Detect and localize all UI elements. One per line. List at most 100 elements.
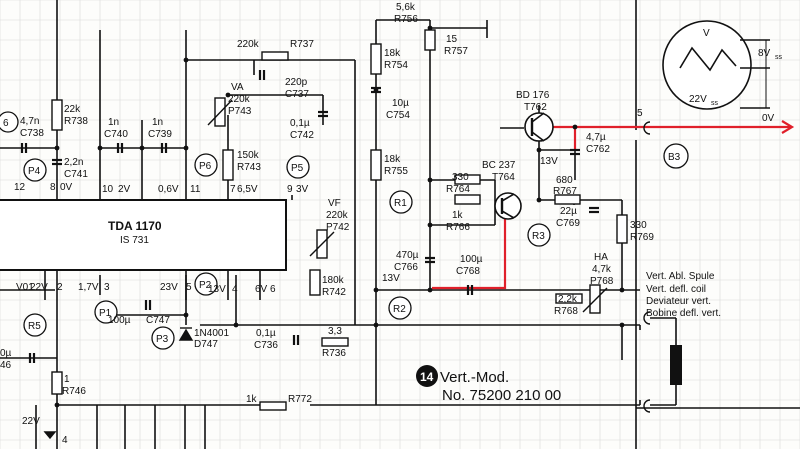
r746-value: 1 (64, 374, 70, 385)
junction-dot (427, 25, 433, 31)
volt-0v-out: 0V (762, 113, 775, 124)
coil-label-de: Vert. Abl. Spule (646, 271, 715, 282)
junction-dot (427, 222, 433, 228)
tp-b3: B3 (668, 152, 681, 163)
tp-r5: R5 (28, 321, 41, 332)
junction-dot (54, 402, 60, 408)
c736-ref: C736 (254, 340, 278, 351)
tp-p5: P5 (291, 163, 304, 174)
p768-name: HA (594, 252, 608, 263)
c769-value: 22µ (560, 206, 577, 217)
volt-17v: 1,7V (78, 282, 99, 293)
c766-value: 470µ (396, 250, 419, 261)
r737-ref: R737 (290, 39, 314, 50)
pin-2: 2 (57, 282, 63, 293)
tp-r3: R3 (532, 231, 545, 242)
pin-10: 10 (102, 184, 114, 195)
r768-ref: R768 (554, 306, 578, 317)
tp-frag-6: 6 (3, 118, 9, 129)
junction-dot (427, 177, 433, 183)
c754-ref: C754 (386, 110, 410, 121)
p742-name: VF (328, 198, 341, 209)
p768-value: 4,7k (592, 264, 612, 275)
r756-value: 5,6k (396, 2, 416, 13)
tp-p4: P4 (28, 166, 41, 177)
junction-dot (536, 197, 542, 203)
pin-4: 4 (232, 284, 238, 295)
r755-ref: R755 (384, 166, 408, 177)
pin-7: 7 (230, 184, 236, 195)
tp-r1: R1 (394, 198, 407, 209)
c739-ref: C739 (148, 129, 172, 140)
r772-value: 1k (246, 394, 258, 405)
volt-06v: 0,6V (158, 184, 179, 195)
c741-ref: C741 (64, 169, 88, 180)
t764-type: BC 237 (482, 160, 516, 171)
junction-dot (183, 145, 189, 151)
ic-name: TDA 1170 (108, 219, 162, 233)
junction-dot (183, 57, 189, 63)
junction-dot (233, 322, 239, 328)
pin-12: 12 (14, 182, 26, 193)
coil-label-fr1: Deviateur vert. (646, 296, 711, 307)
r754-ref: R754 (384, 60, 408, 71)
ic-tda1170 (0, 199, 287, 271)
r764-ref: R764 (446, 184, 470, 195)
r757-value: 15 (446, 34, 458, 45)
p743-value: 220k (228, 94, 251, 105)
labels: 5,6k R756 15 R757 18k R754 10µ C754 18k … (0, 2, 783, 446)
p743-name: VA (231, 82, 244, 93)
p742-ref: P742 (326, 222, 350, 233)
volt-22v: 22V (30, 282, 48, 293)
junction-dot (373, 287, 379, 293)
r768-value: 2,2k (558, 294, 578, 305)
volt-2v: 2V (118, 184, 131, 195)
test-points (0, 111, 689, 350)
c737-value: 220p (285, 77, 308, 88)
r746-ref: R746 (62, 386, 86, 397)
frag-0u: 0µ (0, 348, 12, 359)
volt-13v-t762: 13V (540, 156, 558, 167)
p768-ref: P768 (590, 276, 614, 287)
junction-dot (97, 145, 103, 151)
r766-ref: R766 (446, 222, 470, 233)
highlighted-signal-path (432, 120, 795, 290)
c739-value: 1n (152, 117, 163, 128)
wave-22v-sub: ss (711, 100, 719, 107)
r737-value: 220k (237, 39, 260, 50)
r742-ref: R742 (322, 287, 346, 298)
resistors (51, 29, 628, 411)
tp-p1: P1 (99, 308, 112, 319)
diode-d747 (178, 327, 194, 341)
ic-code: IS 731 (120, 235, 149, 246)
c766-ref: C766 (394, 262, 418, 273)
wave-8v: 8V (758, 48, 771, 59)
r767-value: 680 (556, 175, 573, 186)
pin-9: 9 (287, 184, 293, 195)
t762-type: BD 176 (516, 90, 550, 101)
pin-bottom-4: 4 (62, 435, 68, 446)
c768-ref: C768 (456, 266, 480, 277)
r736-value: 3,3 (328, 326, 342, 337)
c754-value: 10µ (392, 98, 409, 109)
p743-ref: P743 (228, 106, 252, 117)
c742-ref: C742 (290, 130, 314, 141)
junction-dots (54, 25, 625, 408)
r743-value: 150k (237, 150, 260, 161)
r772-ref: R772 (288, 394, 312, 405)
tp-p6: P6 (199, 161, 212, 172)
c741-value: 2,2n (64, 157, 83, 168)
c740-value: 1n (108, 117, 119, 128)
r736-ref: R736 (322, 348, 346, 359)
c742-value: 0,1µ (290, 118, 310, 129)
wave-22v: 22V (689, 94, 707, 105)
coil-label-fr2: Bobine defl. vert. (646, 308, 721, 319)
tp-r2: R2 (393, 304, 406, 315)
d747-type: 1N4001 (194, 328, 229, 339)
capacitors (20, 70, 599, 363)
waveform-oscillogram (662, 20, 770, 110)
pin-3: 3 (104, 282, 110, 293)
junction-dot (572, 124, 578, 130)
r756-ref: R756 (394, 14, 418, 25)
